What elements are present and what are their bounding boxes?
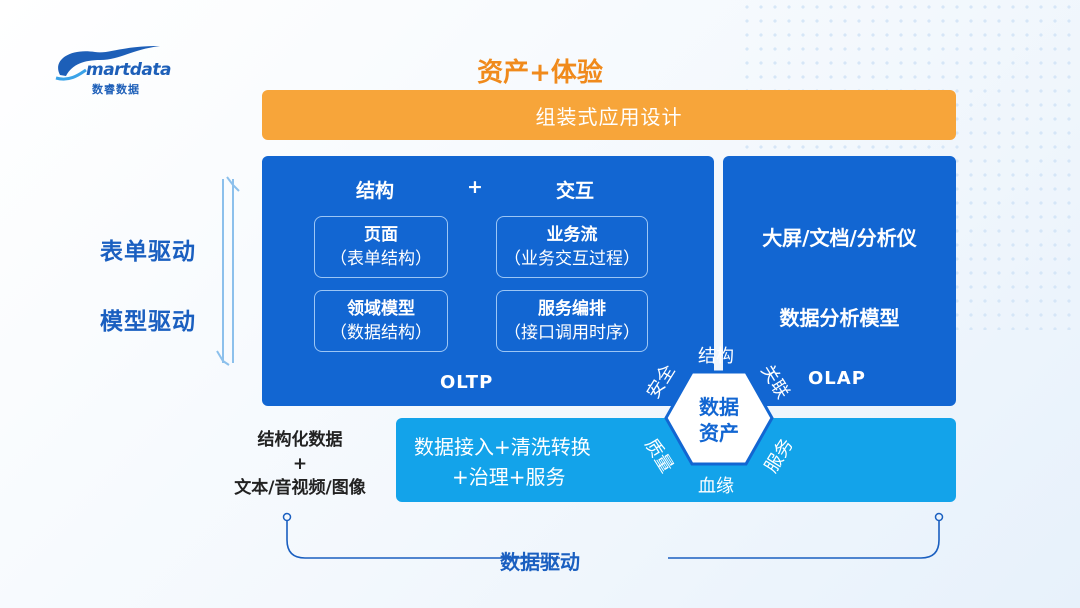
olap-label: OLAP xyxy=(808,368,866,389)
data-types-plus: + xyxy=(292,454,308,474)
data-types-text: 结构化数据 + 文本/音视频/图像 xyxy=(200,428,400,500)
form-driven-label: 表单驱动 xyxy=(100,239,196,265)
olap-line-1: 大屏/文档/分析仪 xyxy=(762,226,917,250)
business-flow-box-title: 业务流 xyxy=(546,225,598,245)
data-pipeline-line-1: 数据接入+清洗转换 xyxy=(414,435,591,459)
structure-header: 结构 xyxy=(356,180,395,202)
data-driven-label: 数据驱动 xyxy=(500,550,580,574)
logo-subtitle: 数睿数据 xyxy=(92,83,140,96)
domain-model-box-sub: （数据结构） xyxy=(330,323,432,343)
data-pipeline-line-2: +治理+服务 xyxy=(452,465,566,489)
service-orchestration-box: 服务编排 （接口调用时序） xyxy=(496,290,648,352)
logo-brand: martdata xyxy=(86,60,171,80)
service-orchestration-box-sub: （接口调用时序） xyxy=(504,323,640,343)
page-box: 页面 （表单结构） xyxy=(314,216,448,278)
oltp-panel xyxy=(262,156,714,406)
hex-structure-label: 结构 xyxy=(698,346,734,367)
interaction-header: 交互 xyxy=(556,180,595,202)
hex-center-line-2: 资产 xyxy=(699,421,739,445)
structured-data-label: 结构化数据 xyxy=(257,430,343,450)
olap-panel xyxy=(723,156,956,406)
page-box-title: 页面 xyxy=(364,225,398,245)
plus-sign: + xyxy=(467,176,483,198)
page-box-sub: （表单结构） xyxy=(330,249,432,269)
business-flow-box-sub: （业务交互过程） xyxy=(504,249,640,269)
top-title: 资产+体验 xyxy=(477,58,603,88)
vertical-arrow-icon xyxy=(216,176,240,366)
service-orchestration-box-title: 服务编排 xyxy=(538,299,606,319)
oltp-label: OLTP xyxy=(440,372,494,393)
logo-swoosh-icon xyxy=(55,46,160,81)
hex-lineage-label: 血缘 xyxy=(698,476,734,497)
model-driven-label: 模型驱动 xyxy=(100,309,196,335)
data-pipeline-text: 数据接入+清洗转换 +治理+服务 xyxy=(414,432,591,492)
domain-model-box-title: 领域模型 xyxy=(347,299,415,319)
media-data-label: 文本/音视频/图像 xyxy=(234,478,366,498)
hex-center-line-1: 数据 xyxy=(699,395,739,419)
olap-line-2: 数据分析模型 xyxy=(779,306,900,330)
business-flow-box: 业务流 （业务交互过程） xyxy=(496,216,648,278)
assembly-app-design-bar: 组装式应用设计 xyxy=(262,90,956,140)
data-driven-bracket xyxy=(282,512,944,559)
domain-model-box: 领域模型 （数据结构） xyxy=(314,290,448,352)
data-asset-hexagon xyxy=(664,370,774,466)
data-asset-center: 数据 资产 xyxy=(689,394,749,446)
